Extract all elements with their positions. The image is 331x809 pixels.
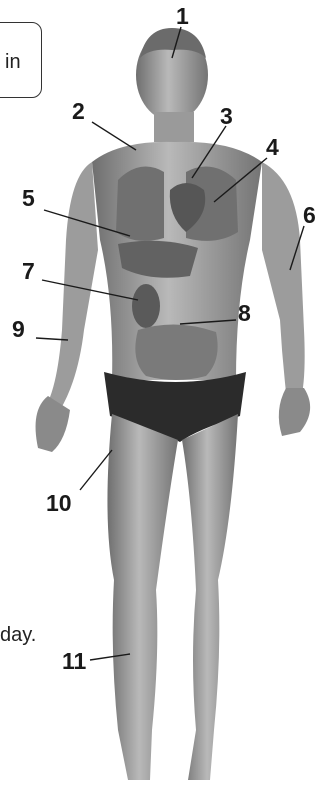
neck xyxy=(154,112,194,142)
right-arm xyxy=(262,162,305,394)
label-7: 7 xyxy=(22,258,35,285)
leader-line-2 xyxy=(92,122,136,150)
left-hand xyxy=(36,396,70,452)
right-hand xyxy=(279,388,310,436)
callout-text: in xyxy=(5,51,21,74)
label-4: 4 xyxy=(266,134,279,161)
left-leg xyxy=(107,414,178,780)
label-11: 11 xyxy=(62,648,86,675)
label-6: 6 xyxy=(303,202,316,229)
label-8: 8 xyxy=(238,300,251,327)
right-leg xyxy=(182,414,238,780)
leader-line-10 xyxy=(80,450,112,490)
label-3: 3 xyxy=(220,103,233,130)
callout-box: in xyxy=(0,22,42,98)
label-5: 5 xyxy=(22,185,35,212)
label-1: 1 xyxy=(176,3,189,30)
label-10: 10 xyxy=(46,490,72,517)
label-9: 9 xyxy=(12,316,25,343)
intestines xyxy=(135,324,217,380)
lung-left xyxy=(116,167,164,241)
stomach xyxy=(132,284,160,328)
label-2: 2 xyxy=(72,98,85,125)
side-text: day. xyxy=(0,624,36,647)
